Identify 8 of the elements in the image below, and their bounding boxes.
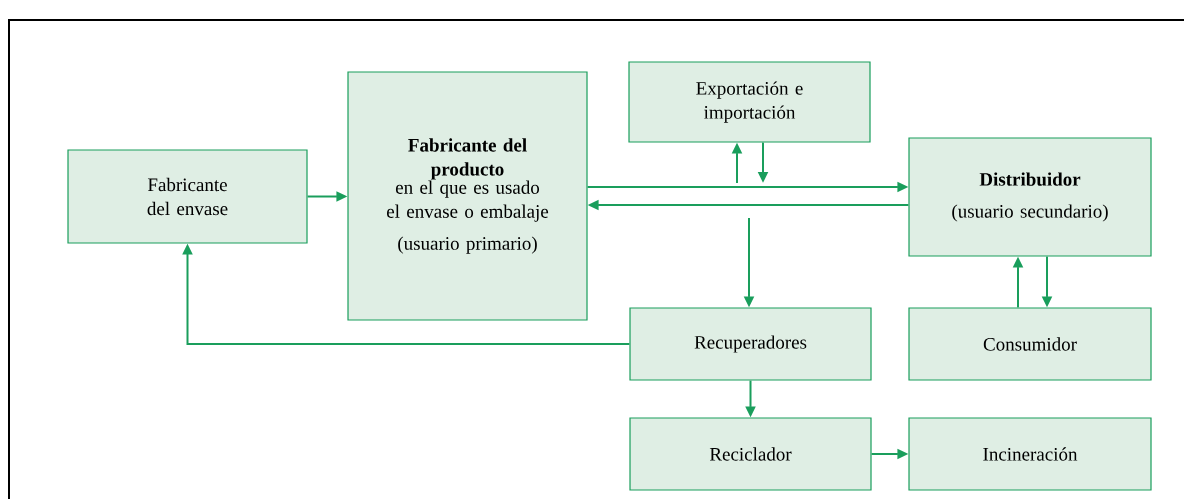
- process-box: Reciclador: [629, 417, 872, 491]
- process-box: Distribuidor (usuario secundario): [908, 137, 1152, 257]
- process-box: Exportación e importación: [628, 61, 871, 143]
- process-box: Incineración: [908, 417, 1152, 491]
- process-box: Fabricante del producto en el que es usado el envase o embalaje (usuario primario): [347, 71, 588, 321]
- process-box: Recuperadores: [629, 307, 872, 381]
- process-box: Fabricante del envase: [67, 149, 308, 244]
- process-box: Consumidor: [908, 307, 1152, 381]
